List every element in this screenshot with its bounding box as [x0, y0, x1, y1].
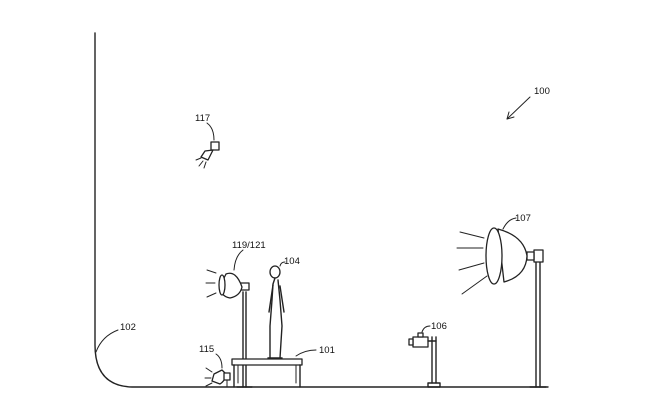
- left-light-stand: 119/121: [205, 240, 266, 388]
- label-background: 102: [120, 322, 136, 333]
- label-camera: 106: [431, 321, 447, 332]
- system-arrow: 100: [506, 86, 550, 120]
- label-platform: 101: [319, 345, 335, 356]
- camera: 106: [408, 321, 447, 388]
- label-system: 100: [534, 86, 550, 97]
- subject-figure: 104: [267, 256, 300, 359]
- label-left-light: 119/121: [232, 240, 266, 251]
- floor-light: 115: [199, 344, 231, 388]
- background-sweep: 102: [94, 32, 549, 388]
- label-key-light: 107: [515, 213, 531, 224]
- platform: 101: [231, 345, 335, 388]
- label-floor-light: 115: [199, 344, 214, 355]
- label-overhead-light: 117: [195, 113, 210, 124]
- label-subject: 104: [284, 256, 300, 267]
- overhead-light: 117: [195, 113, 220, 169]
- key-light: 107: [456, 213, 547, 388]
